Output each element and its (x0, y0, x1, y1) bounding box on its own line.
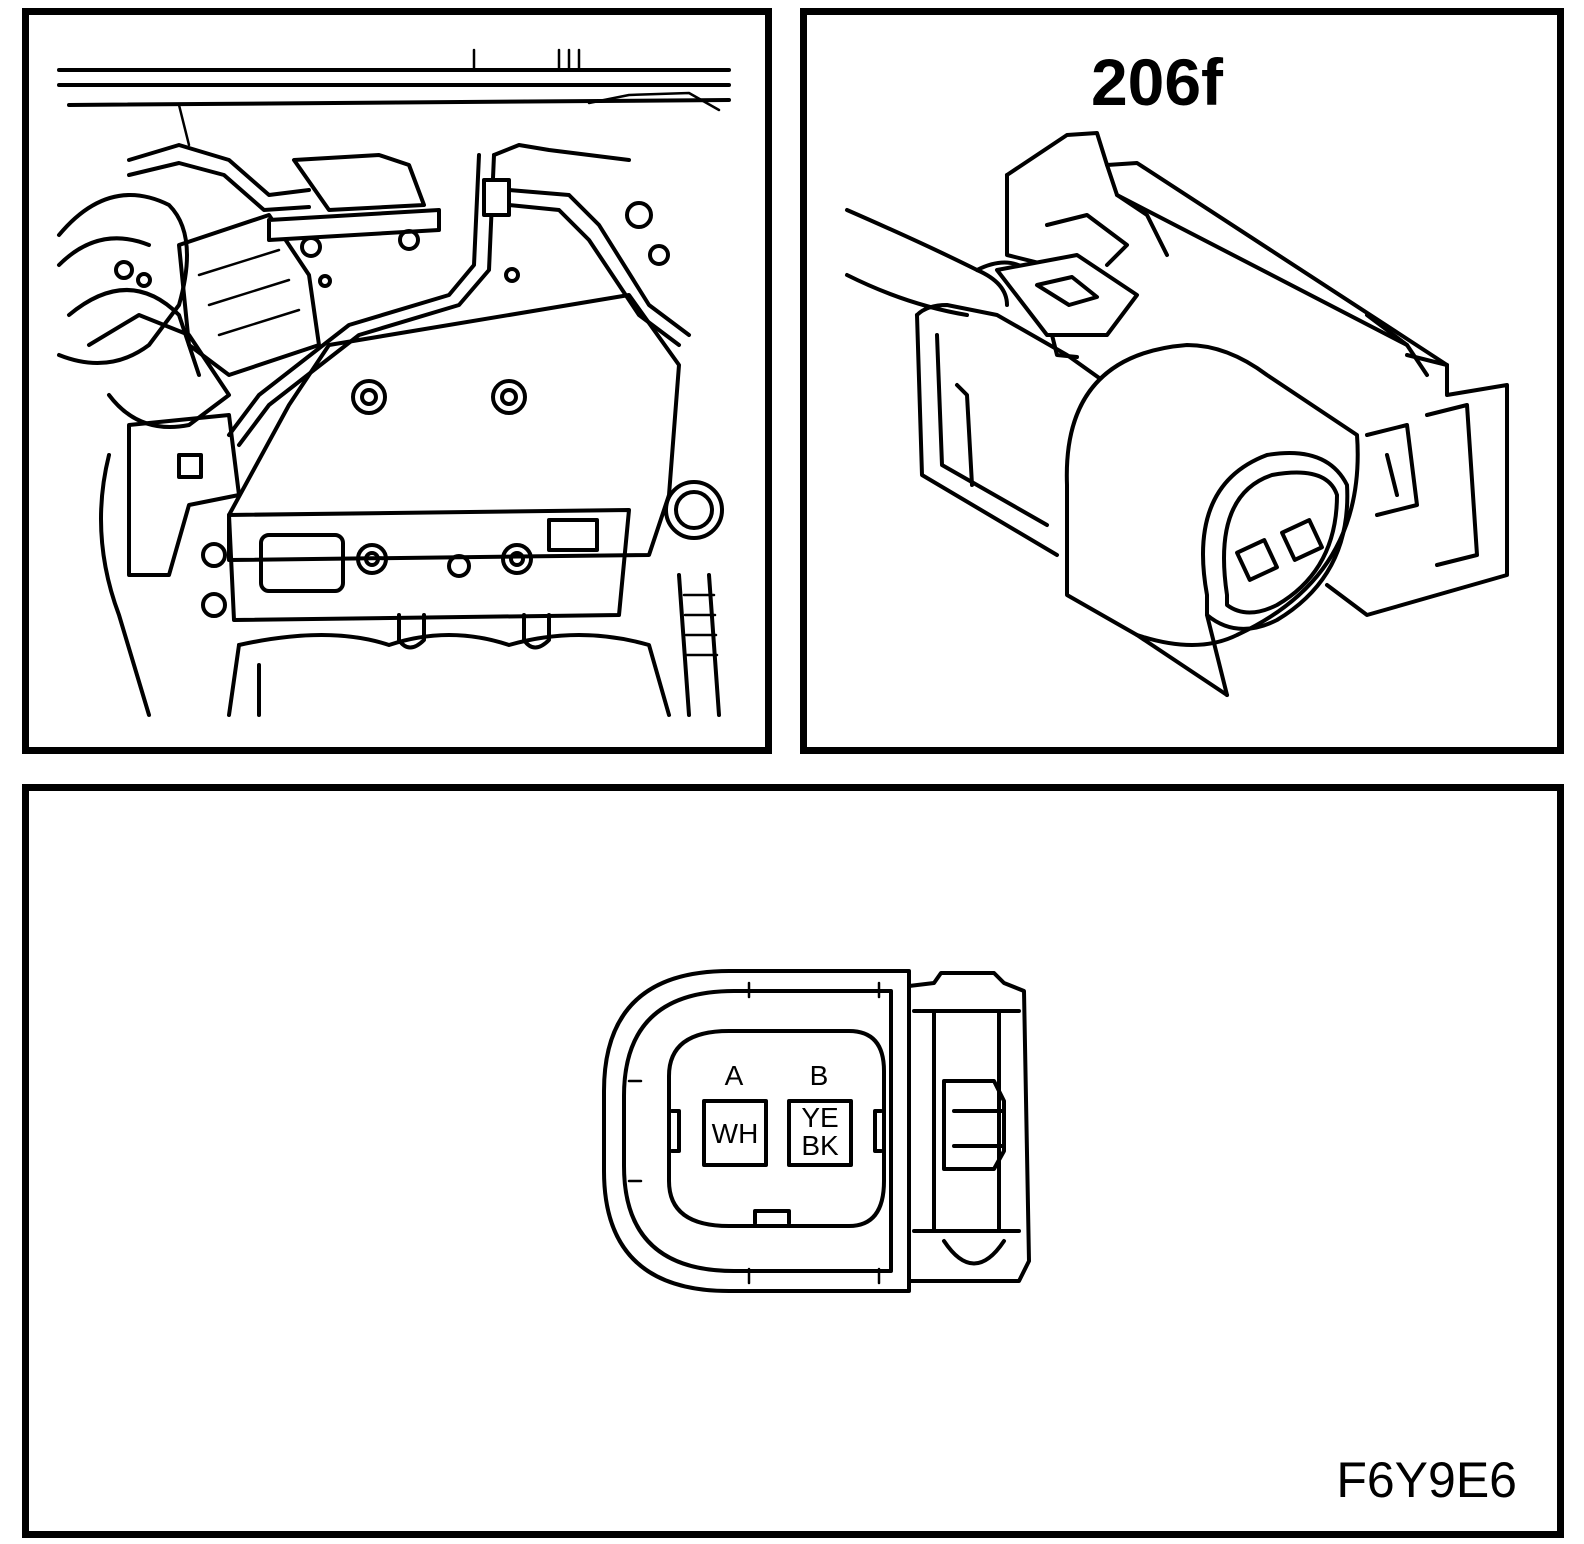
connector-3d-illustration: 206f (845, 45, 1509, 697)
engine-location-panel (22, 8, 772, 754)
engine-bay-illustration (57, 48, 731, 717)
pin-a-wire-color: WH (712, 1118, 759, 1149)
pin-b-terminal (787, 1099, 853, 1167)
pin-b-wire-color-1: YE (801, 1102, 838, 1133)
pin-b-wire-color-2: BK (801, 1130, 839, 1161)
connector-id-label: 206f (1091, 45, 1224, 119)
pin-a-terminal (702, 1099, 768, 1167)
connector-face-illustration: A WH B YE BK (602, 969, 1031, 1293)
connector-face-panel: A WH B YE BK F6Y9E6 (22, 784, 1564, 1538)
pin-a-letter: A (725, 1060, 744, 1091)
connector-3d-panel: 206f (800, 8, 1564, 754)
pin-b-letter: B (810, 1060, 829, 1091)
figure-code: F6Y9E6 (1336, 1452, 1517, 1508)
